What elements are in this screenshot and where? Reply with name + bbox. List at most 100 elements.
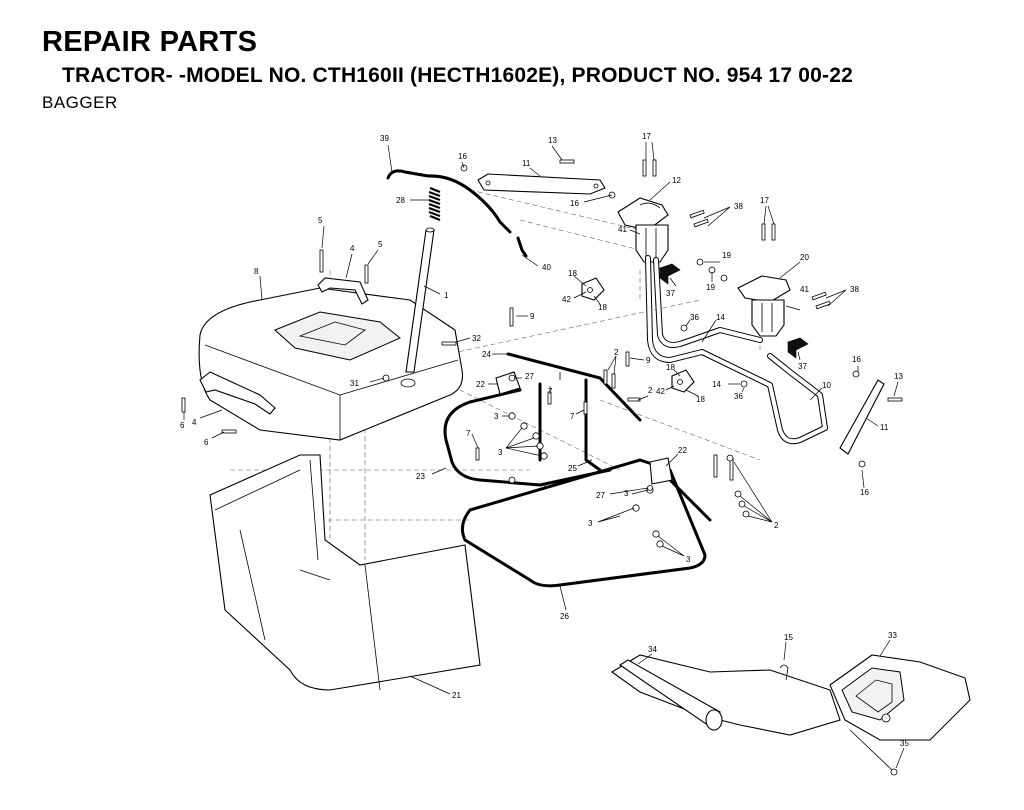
support-frame-part-14 <box>645 255 828 445</box>
bumpers-part-37 <box>659 263 809 359</box>
callout-4: 4 <box>350 244 355 253</box>
callout-14: 14 <box>716 313 725 322</box>
callout-14: 14 <box>712 380 721 389</box>
callout-28: 28 <box>396 196 405 205</box>
callout-18: 18 <box>696 395 705 404</box>
callout-2: 2 <box>614 348 619 357</box>
callout-8: 8 <box>254 267 259 276</box>
callout-2: 2 <box>648 386 653 395</box>
bolts-part-9 <box>509 307 630 367</box>
lid-handle-part-4 <box>317 249 369 305</box>
chute-tube-part-34 <box>611 654 841 736</box>
bolts-part-38 <box>689 209 831 310</box>
leader-lines <box>183 141 905 769</box>
callout-25: 25 <box>568 464 577 473</box>
callout-3: 3 <box>494 412 499 421</box>
callout-35: 35 <box>900 739 909 748</box>
callout-18: 18 <box>598 303 607 312</box>
frame-part-26 <box>460 458 712 588</box>
callout-3: 3 <box>624 489 629 498</box>
callout-17: 17 <box>760 196 769 205</box>
bolts-part-2 <box>603 369 750 518</box>
callout-36: 36 <box>734 392 743 401</box>
callout-3: 3 <box>498 448 503 457</box>
callout-labels: 39 16 11 13 17 12 16 28 38 41 17 5 4 5 4… <box>180 132 909 748</box>
callout-7: 7 <box>542 483 547 492</box>
washers-part-19 <box>696 258 728 282</box>
callout-9: 9 <box>530 312 535 321</box>
callout-19: 19 <box>706 283 715 292</box>
callout-33: 33 <box>888 631 897 640</box>
callout-27: 27 <box>596 491 605 500</box>
cable-rod-part-39 <box>386 169 528 258</box>
callout-16: 16 <box>458 152 467 161</box>
callout-7: 7 <box>466 429 471 438</box>
callout-22: 22 <box>476 380 485 389</box>
frame-part-24 <box>506 352 642 422</box>
bolts-part-17 <box>642 159 776 241</box>
side-handle-part-4 <box>181 371 276 434</box>
callout-42: 42 <box>562 295 571 304</box>
callout-4: 4 <box>192 418 197 427</box>
callout-17: 17 <box>642 132 651 141</box>
callout-11: 11 <box>522 159 531 168</box>
latch-part-41-left <box>635 224 669 263</box>
callout-20: 20 <box>800 253 809 262</box>
bracket-part-11-side <box>839 370 903 468</box>
pin-part-15 <box>779 664 789 681</box>
callout-6: 6 <box>204 438 209 447</box>
callout-19: 19 <box>722 251 731 260</box>
chute-adapter-part-33 <box>829 654 971 741</box>
callout-7: 7 <box>548 387 553 396</box>
callout-13: 13 <box>894 372 903 381</box>
bracket-part-11-top <box>460 164 616 199</box>
callout-1: 1 <box>444 291 449 300</box>
callout-39: 39 <box>380 134 389 143</box>
plates-part-18-42 <box>581 277 695 393</box>
callout-5: 5 <box>318 216 323 225</box>
spring-part-28 <box>428 186 441 222</box>
callout-5: 5 <box>378 240 383 249</box>
bolts-part-7 <box>475 391 588 484</box>
bolt-part-35 <box>849 729 898 776</box>
callout-26: 26 <box>560 612 569 621</box>
callout-38: 38 <box>850 285 859 294</box>
callout-7: 7 <box>570 412 575 421</box>
callout-21: 21 <box>452 691 461 700</box>
model-subtitle: TRACTOR- -MODEL NO. CTH160II (HECTH1602E… <box>62 64 853 87</box>
callout-41: 41 <box>618 225 627 234</box>
callout-2: 2 <box>774 521 779 530</box>
callout-24: 24 <box>482 350 491 359</box>
callout-41: 41 <box>800 285 809 294</box>
callout-16: 16 <box>860 488 869 497</box>
callout-13: 13 <box>548 136 557 145</box>
callout-11: 11 <box>880 423 889 432</box>
bracket-part-20 <box>737 275 791 303</box>
handle-rod-part-1 <box>405 227 435 373</box>
bag-part-21 <box>209 454 481 691</box>
section-name: BAGGER <box>42 93 118 112</box>
small-hardware <box>382 159 748 491</box>
callout-12: 12 <box>672 176 681 185</box>
callout-37: 37 <box>798 362 807 371</box>
callout-16: 16 <box>570 199 579 208</box>
callout-23: 23 <box>416 472 425 481</box>
callout-16: 16 <box>852 355 861 364</box>
callout-3: 3 <box>588 519 593 528</box>
callout-40: 40 <box>542 263 551 272</box>
bracket-part-12 <box>617 197 669 231</box>
callout-22: 22 <box>678 446 687 455</box>
page-title: REPAIR PARTS <box>42 26 258 58</box>
callout-31: 31 <box>350 379 359 388</box>
callout-18: 18 <box>666 363 675 372</box>
callout-36: 36 <box>690 313 699 322</box>
latch-part-41-right <box>751 299 785 337</box>
frame-part-23 <box>443 388 612 487</box>
callout-18: 18 <box>568 269 577 278</box>
callout-34: 34 <box>648 645 657 654</box>
callout-9: 9 <box>646 356 651 365</box>
callout-37: 37 <box>666 289 675 298</box>
callout-42: 42 <box>656 387 665 396</box>
callout-10: 10 <box>822 381 831 390</box>
